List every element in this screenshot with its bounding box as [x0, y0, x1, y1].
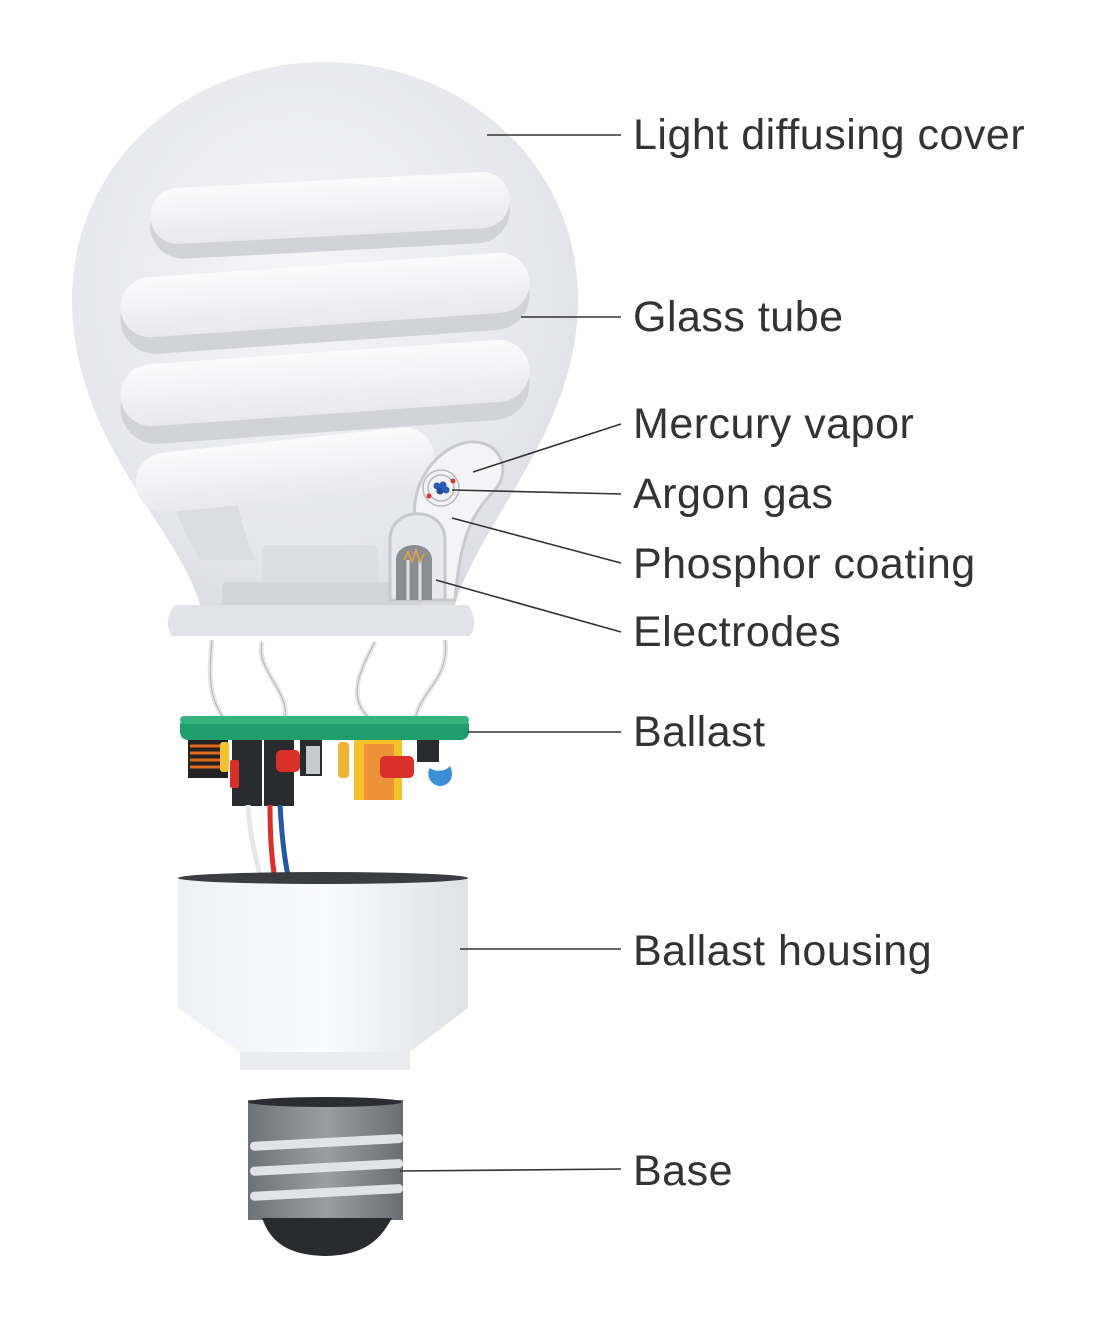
label-base: Base — [633, 1147, 734, 1195]
label-ballast: Ballast — [633, 708, 766, 756]
ballast-shape — [180, 716, 469, 806]
leader-phosphor-coating — [451, 517, 622, 564]
argon-atom-icon — [426, 478, 456, 499]
leader-argon-gas — [451, 489, 622, 495]
leader-electrodes — [435, 579, 622, 633]
label-light-diffusing-cover: Light diffusing cover — [633, 111, 1026, 159]
power-leads — [245, 804, 293, 885]
label-electrodes: Electrodes — [633, 608, 842, 656]
ballast-housing-shape — [178, 872, 468, 1070]
glass-tube-shape — [120, 172, 530, 602]
leader-mercury-vapor — [472, 423, 622, 473]
label-ballast-housing: Ballast housing — [633, 927, 933, 975]
label-argon-gas: Argon gas — [633, 470, 834, 518]
electrode-shape — [388, 512, 447, 602]
label-mercury-vapor: Mercury vapor — [633, 400, 915, 448]
leader-base — [399, 1168, 622, 1172]
label-phosphor-coating: Phosphor coating — [633, 540, 976, 588]
wires — [207, 639, 449, 723]
label-glass-tube: Glass tube — [633, 293, 844, 341]
base-shape — [248, 1097, 403, 1256]
